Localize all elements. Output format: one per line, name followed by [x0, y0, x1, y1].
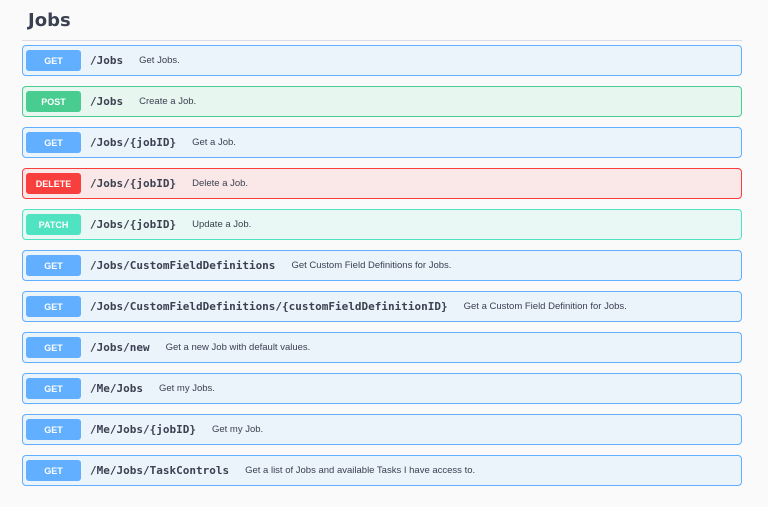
operations-list: GET /Jobs Get Jobs. POST /Jobs Create a … [22, 45, 742, 496]
section-title[interactable]: Jobs [28, 10, 71, 31]
method-badge: GET [26, 378, 81, 399]
operation-summary: Get my Job. [211, 424, 264, 435]
operation-summary: Update a Job. [192, 219, 252, 230]
method-badge: POST [26, 91, 81, 112]
operation-summary: Create a Job. [139, 96, 197, 107]
operation-summary: Delete a Job. [192, 178, 249, 189]
section-divider [22, 40, 742, 41]
operation-path: /Jobs [90, 54, 124, 67]
operation-path: /Jobs/{jobID} [90, 177, 177, 190]
operation-summary: Get my Jobs. [158, 383, 215, 394]
method-badge: GET [26, 419, 81, 440]
operation-row[interactable]: GET /Me/Jobs/{jobID} Get my Job. [22, 414, 742, 445]
operation-path: /Jobs/new [90, 341, 150, 354]
operation-summary: Get a Job. [192, 137, 236, 148]
operation-row[interactable]: GET /Me/Jobs/TaskControls Get a list of … [22, 455, 742, 486]
operation-row[interactable]: GET /Jobs/{jobID} Get a Job. [22, 127, 742, 158]
operation-summary: Get a list of Jobs and available Tasks I… [245, 465, 476, 476]
operation-row[interactable]: GET /Jobs/CustomFieldDefinitions Get Cus… [22, 250, 742, 281]
method-badge: PATCH [26, 214, 81, 235]
operation-path: /Me/Jobs [90, 382, 143, 395]
operation-row[interactable]: DELETE /Jobs/{jobID} Delete a Job. [22, 168, 742, 199]
operation-row[interactable]: GET /Jobs/CustomFieldDefinitions/{custom… [22, 291, 742, 322]
operation-path: /Jobs [90, 95, 124, 108]
operation-path: /Jobs/{jobID} [90, 218, 177, 231]
method-badge: GET [26, 255, 81, 276]
operation-row[interactable]: POST /Jobs Create a Job. [22, 86, 742, 117]
operation-path: /Me/Jobs/{jobID} [90, 423, 196, 436]
method-badge: GET [26, 337, 81, 358]
operation-summary: Get Jobs. [139, 55, 180, 66]
operation-path: /Jobs/CustomFieldDefinitions/{customFiel… [90, 300, 448, 313]
operation-row[interactable]: PATCH /Jobs/{jobID} Update a Job. [22, 209, 742, 240]
method-badge: GET [26, 50, 81, 71]
method-badge: GET [26, 132, 81, 153]
method-badge: GET [26, 296, 81, 317]
operation-row[interactable]: GET /Me/Jobs Get my Jobs. [22, 373, 742, 404]
operation-path: /Me/Jobs/TaskControls [90, 464, 230, 477]
operation-summary: Get a Custom Field Definition for Jobs. [463, 301, 627, 312]
operation-path: /Jobs/{jobID} [90, 136, 177, 149]
operation-row[interactable]: GET /Jobs Get Jobs. [22, 45, 742, 76]
operation-row[interactable]: GET /Jobs/new Get a new Job with default… [22, 332, 742, 363]
method-badge: DELETE [26, 173, 81, 194]
operation-summary: Get a new Job with default values. [165, 342, 311, 353]
operation-summary: Get Custom Field Definitions for Jobs. [291, 260, 452, 271]
operation-path: /Jobs/CustomFieldDefinitions [90, 259, 276, 272]
method-badge: GET [26, 460, 81, 481]
